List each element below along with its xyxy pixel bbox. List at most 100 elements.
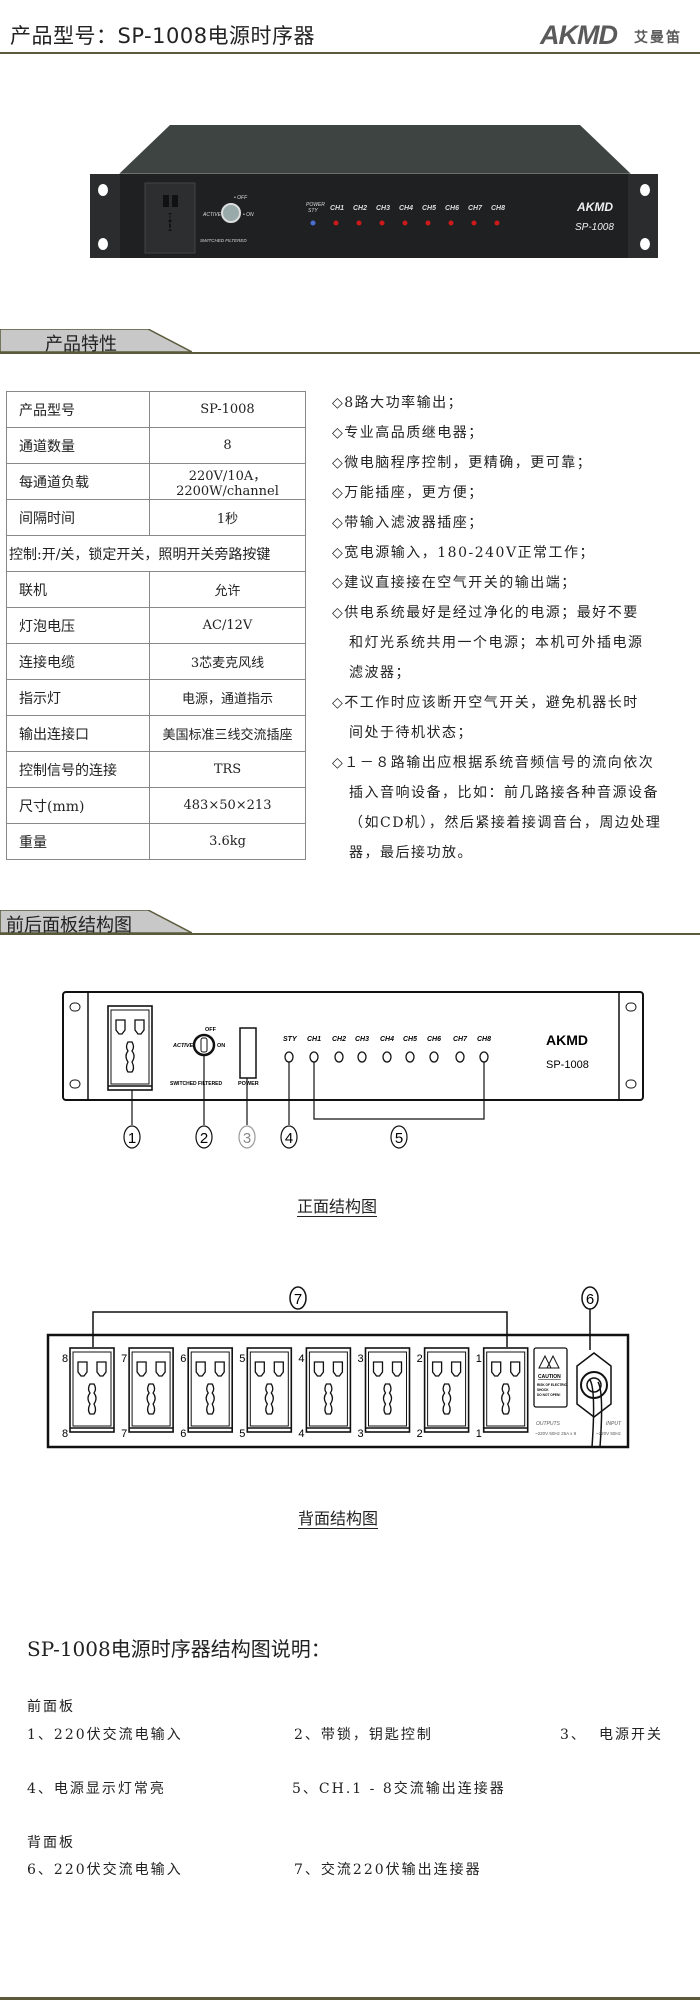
feature-line: 器，最后接功放。 (349, 845, 473, 861)
channel-label: CH1 (330, 205, 344, 212)
spec-value: SP-1008 (149, 391, 306, 428)
brand-logo-cn: 艾曼笛 (634, 30, 682, 46)
spec-row: 控制:开/关，锁定开关，照明开关旁路按键 (6, 535, 306, 572)
section-divider (0, 933, 700, 935)
power-cable (589, 1379, 603, 1448)
feature-item: ◇万能插座，更方便； (332, 478, 697, 508)
front-panel-diagram: OFF ON ACTIVE SWITCHED FILTERED POWER ST… (62, 991, 644, 1149)
spec-row: 联机允许 (6, 571, 306, 608)
spec-value: 3.6kg (149, 823, 306, 860)
channel-label: CH3 (355, 1036, 369, 1043)
header-divider (0, 52, 700, 54)
feature-item: ◇8路大功率输出； (332, 388, 697, 418)
rear-panel-heading: 背面板 (27, 1835, 75, 1851)
channel-label: CH8 (491, 205, 505, 212)
front-panel-outline (62, 991, 644, 1101)
svg-text:OFF: OFF (205, 1027, 217, 1033)
device-top-face (120, 125, 630, 173)
channel-led (334, 1051, 344, 1063)
spec-full-cell: 控制:开/关，锁定开关，照明开关旁路按键 (6, 535, 306, 572)
feature-line: ◇万能插座，更方便； (332, 485, 484, 501)
feature-line: （如CD机），然后紧接着接调音台，周边处理 (349, 815, 662, 831)
channel-led (429, 1051, 439, 1063)
svg-text:SP-1008: SP-1008 (546, 1059, 589, 1071)
feature-item: ◇带输入滤波器插座； (332, 508, 697, 538)
outlet-number: 4 (298, 1353, 304, 1365)
spec-key: 每通道负载 (6, 463, 150, 500)
rear-outlet-icon (364, 1347, 411, 1433)
front-item-3-text: 电源开关 (599, 1727, 663, 1743)
callout-7: 7 (294, 1291, 302, 1308)
svg-text:POWER: POWER (238, 1081, 259, 1087)
rear-item-6: 6、220伏交流电输入 (27, 1862, 183, 1878)
spec-value: 允许 (149, 571, 306, 608)
channel-label: CH2 (353, 205, 367, 212)
svg-text:AKMD: AKMD (546, 1032, 588, 1048)
spec-value: 电源，通道指示 (149, 679, 306, 716)
mount-hole (69, 1002, 81, 1012)
section-header-features: 产品特性 (0, 329, 192, 355)
outlet-number: 6 (180, 1353, 186, 1365)
feature-line: 插入音响设备，比如：前几路接各种音源设备 (349, 785, 659, 801)
outlet-number: 2 (417, 1353, 423, 1365)
feature-item: ◇供电系统最好是经过净化的电源；最好不要和灯光系统共用一个电源；本机可外插电源滤… (332, 598, 697, 688)
channel-label: CH4 (399, 205, 413, 212)
channel-label: CH1 (307, 1036, 321, 1043)
spec-value: 1秒 (149, 499, 306, 536)
front-diagram-caption: 正面结构图 (297, 1197, 378, 1216)
channel-label: CH4 (380, 1036, 394, 1043)
spec-key: 重量 (6, 823, 150, 860)
spec-row: 指示灯电源，通道指示 (6, 679, 306, 716)
svg-text:ACTIVE: ACTIVE (202, 212, 222, 218)
channel-led (455, 1051, 465, 1063)
product-photo: • OFF • ON ACTIVE SWITCHED FILTERED POWE… (90, 125, 658, 258)
channel-led (333, 220, 339, 226)
callout-4: 4 (285, 1130, 293, 1147)
spec-key: 连接电缆 (6, 643, 150, 680)
channel-led (448, 220, 454, 226)
outlet-number: 1 (476, 1353, 482, 1365)
channel-label: CH5 (403, 1036, 417, 1043)
caution-label (533, 1347, 568, 1408)
front-item-4: 4、电源显示灯常亮 (27, 1781, 166, 1797)
feature-line: ◇建议直接接在空气开关的输出端； (332, 575, 577, 591)
channel-led (471, 220, 477, 226)
page-title: 产品型号：SP-1008电源时序器 (10, 24, 316, 48)
spec-row: 尺寸(mm)483×50×213 (6, 787, 306, 824)
svg-text:ACTIVE: ACTIVE (172, 1043, 194, 1049)
outlet-number: 7 (121, 1353, 127, 1365)
front-panel-heading: 前面板 (27, 1699, 75, 1715)
spec-value: 483×50×213 (149, 787, 306, 824)
spec-key: 产品型号 (6, 391, 150, 428)
svg-text:ON: ON (217, 1043, 225, 1049)
front-item-5: 5、CH.1 - 8交流输出连接器 (292, 1781, 506, 1797)
outlet-number: 4 (298, 1428, 304, 1440)
feature-line: ◇专业高品质继电器； (332, 425, 484, 441)
channel-label: CH6 (427, 1036, 441, 1043)
svg-text:• OFF: • OFF (234, 195, 248, 201)
feature-line: ◇１－８路输出应根据系统音频信号的流向依次 (332, 755, 655, 771)
outlet-number: 5 (239, 1428, 245, 1440)
channel-label: CH7 (468, 205, 483, 212)
spec-value: 220V/10A，2200W/channel (149, 463, 306, 500)
feature-item: ◇建议直接接在空气开关的输出端； (332, 568, 697, 598)
svg-text:SHOCK: SHOCK (537, 1388, 549, 1392)
outlet-number: 5 (239, 1353, 245, 1365)
rear-outlet-icon (482, 1347, 529, 1433)
feature-line: ◇供电系统最好是经过净化的电源；最好不要 (332, 605, 639, 621)
sty-led (310, 220, 316, 226)
spec-key: 指示灯 (6, 679, 150, 716)
key-switch-icon (221, 203, 241, 223)
spec-key: 联机 (6, 571, 150, 608)
svg-text:SWITCHED FILTERED: SWITCHED FILTERED (200, 238, 247, 243)
channel-label: CH7 (453, 1036, 468, 1043)
rear-outlet-icon (305, 1347, 352, 1433)
channel-led (382, 1051, 392, 1063)
